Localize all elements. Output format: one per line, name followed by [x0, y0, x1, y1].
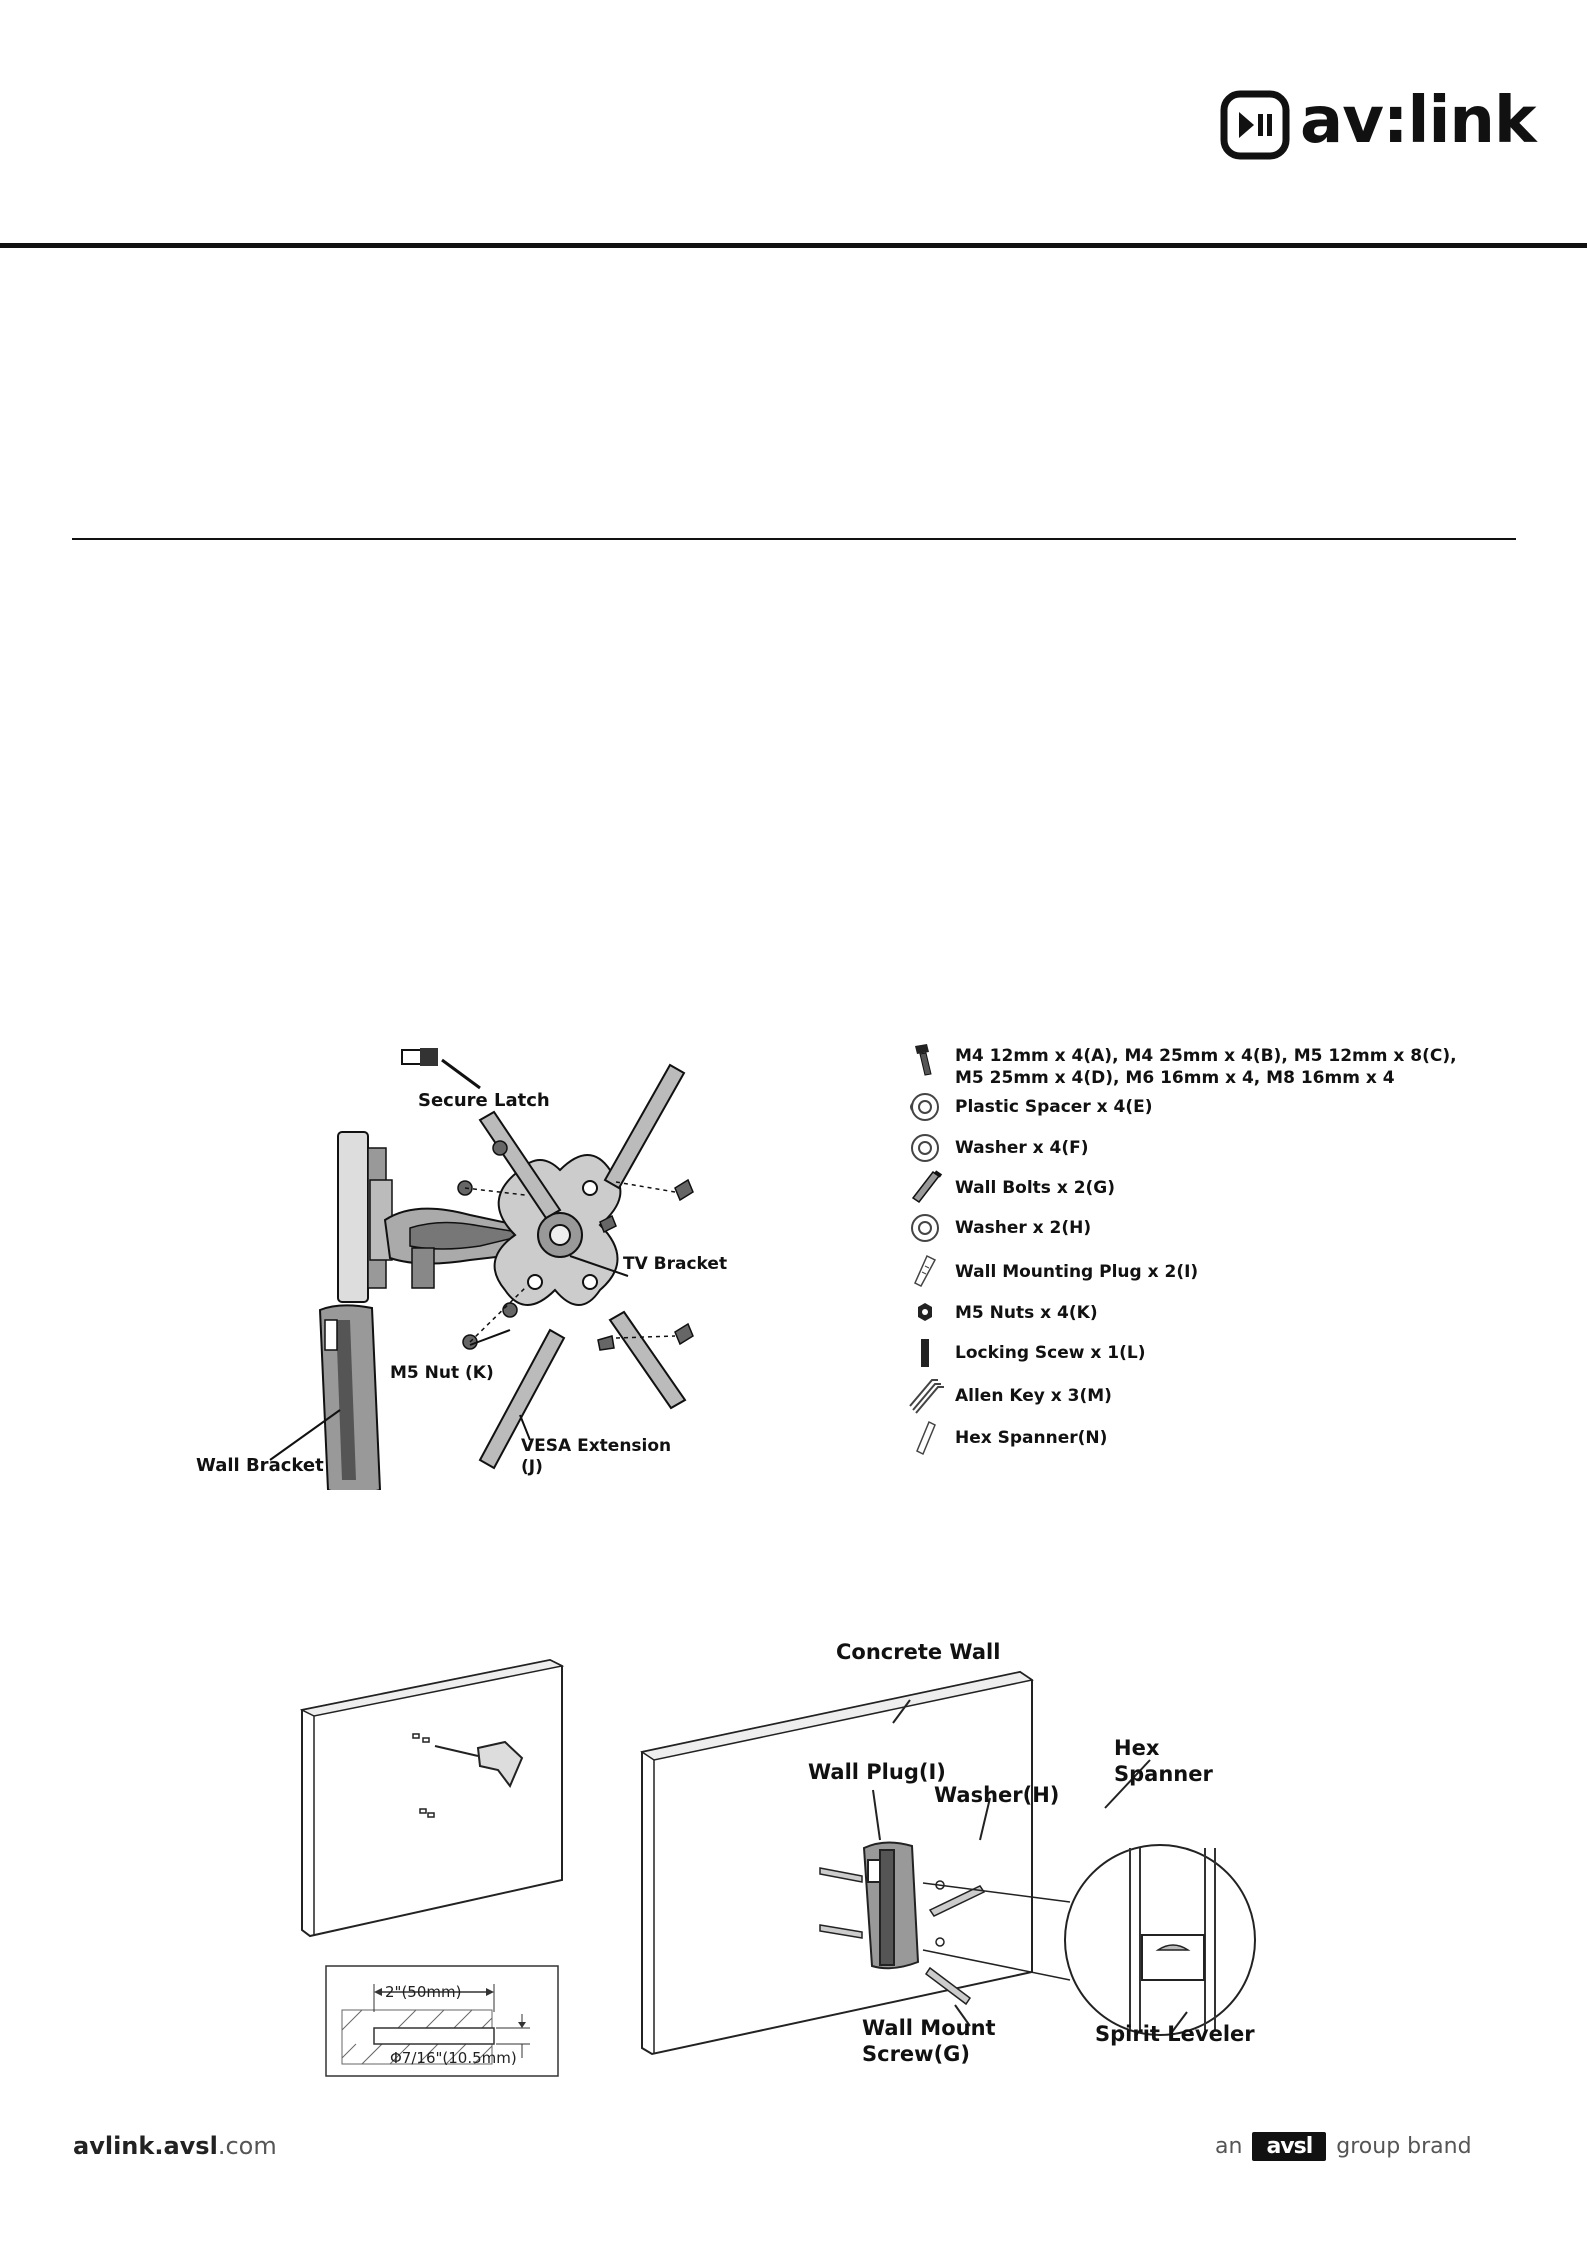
parts-list-item-label: Allen Key x 3(M): [955, 1386, 1112, 1406]
label-diameter: Φ7/16"(10.5mm): [390, 2049, 517, 2067]
parts-list-item: Wall Bolts x 2(G): [905, 1168, 1465, 1208]
parts-list-item-label-continued: M5 25mm x 4(D), M6 16mm x 4, M8 16mm x 4: [955, 1068, 1395, 1088]
footer-brand-prefix: an: [1215, 2133, 1243, 2159]
footer-group-brand: an avsl group brand: [1215, 2128, 1472, 2164]
label-hex: Hex: [1114, 1736, 1160, 1760]
parts-list-item: Wall Mounting Plug x 2(I): [905, 1252, 1465, 1292]
parts-list-item-label: Hex Spanner(N): [955, 1428, 1108, 1448]
cross-section-drawing: [325, 1965, 559, 2077]
nut-icon: [918, 1303, 932, 1321]
label-hex-spanner: Hex Spanner: [1114, 1735, 1213, 1787]
brand-wordmark: av:link: [1300, 84, 1536, 158]
label-vesa-extension-name: VESA Extension: [521, 1436, 672, 1456]
label-depth: 2"(50mm): [385, 1983, 462, 2001]
label-wall-mount-screw: Wall Mount Screw(G): [862, 2015, 996, 2067]
parts-list-item: Washer x 2(H): [905, 1208, 1465, 1248]
parts-list-item: Hex Spanner(N): [905, 1418, 1465, 1458]
washer-icon: [911, 1134, 939, 1162]
spacer-icon: [910, 1093, 939, 1121]
parts-list-item-label: M4 12mm x 4(A), M4 25mm x 4(B), M5 12mm …: [955, 1046, 1457, 1066]
label-spirit-leveler: Spirit Leveler: [1095, 2022, 1255, 2046]
section-rule: [72, 538, 1516, 540]
label-vesa-extension: VESA Extension (J): [521, 1436, 671, 1478]
avsl-logo: avsl: [1252, 2131, 1327, 2161]
label-vesa-extension-code: (J): [521, 1457, 543, 1477]
label-washer: Washer(H): [934, 1783, 1060, 1807]
parts-list-item-label: Locking Scew x 1(L): [955, 1343, 1146, 1363]
parts-list-item-label: Plastic Spacer x 4(E): [955, 1097, 1153, 1117]
avsl-logo-text: avsl: [1266, 2133, 1313, 2159]
parts-exploded-diagram: [269, 1048, 694, 1490]
wall-plate-drawing: [337, 1131, 393, 1303]
parts-list-item-label: Washer x 2(H): [955, 1218, 1092, 1238]
locking-screw-icon: [921, 1339, 929, 1367]
parts-list-item: Allen Key x 3(M): [905, 1376, 1465, 1416]
dashed-guides-drawing: [464, 1181, 676, 1343]
parts-list-item: M4 12mm x 4(A), M4 25mm x 4(B), M5 12mm …: [905, 1040, 1465, 1088]
hardware-drawing: [457, 1140, 694, 1351]
parts-list-item: Plastic Spacer x 4(E): [905, 1087, 1465, 1127]
hex-spanner-icon: [916, 1420, 936, 1456]
parts-list-item-label: M5 Nuts x 4(K): [955, 1303, 1098, 1323]
plug-icon: [914, 1254, 937, 1287]
parts-list-item: Locking Scew x 1(L): [905, 1333, 1465, 1373]
secure-latch-drawing: [401, 1048, 481, 1090]
label-wall-mount: Wall Mount: [862, 2016, 996, 2040]
allen-key-icon: [909, 1379, 944, 1414]
drill-drawing: [434, 1740, 524, 1788]
screw-icon: [915, 1044, 932, 1076]
wall-bracket-drawing: [318, 1304, 382, 1490]
wall-plate-drawing: [862, 1841, 920, 1970]
label-secure-latch: Secure Latch: [418, 1090, 550, 1111]
avlink-logo-icon: [1220, 90, 1290, 160]
washer-icon: [911, 1214, 939, 1242]
magnifier-drawing: [922, 1844, 1256, 2036]
label-wall-bracket: Wall Bracket: [196, 1455, 324, 1476]
label-spanner: Spanner: [1114, 1762, 1213, 1786]
parts-list-item: Washer x 4(F): [905, 1128, 1465, 1168]
label-concrete-wall: Concrete Wall: [836, 1640, 1001, 1664]
tv-bracket-drawing: [493, 1154, 622, 1306]
vesa-extension-drawing: [478, 1063, 687, 1470]
footer-website-domain: avlink.avsl: [73, 2132, 218, 2160]
bolt-icon: [911, 1170, 943, 1204]
label-wall-plug: Wall Plug(I): [808, 1760, 946, 1784]
parts-list-item-label: Washer x 4(F): [955, 1138, 1089, 1158]
label-tv-bracket: TV Bracket: [623, 1254, 728, 1274]
label-m5-nut: M5 Nut (K): [390, 1363, 494, 1383]
footer-website-tld: .com: [217, 2132, 277, 2160]
wall-mount-diagram: [640, 1670, 1256, 2056]
footer-website: avlink.avsl.com: [73, 2132, 277, 2160]
parts-list-item: M5 Nuts x 4(K): [905, 1293, 1465, 1333]
drilling-diagram: [300, 1658, 565, 2077]
label-screw: Screw(G): [862, 2042, 971, 2066]
parts-list-item-label: Wall Bolts x 2(G): [955, 1178, 1116, 1198]
footer-brand-suffix: group brand: [1336, 2133, 1472, 2159]
header-rule: [0, 243, 1587, 248]
parts-list-item-label: Wall Mounting Plug x 2(I): [955, 1262, 1199, 1282]
